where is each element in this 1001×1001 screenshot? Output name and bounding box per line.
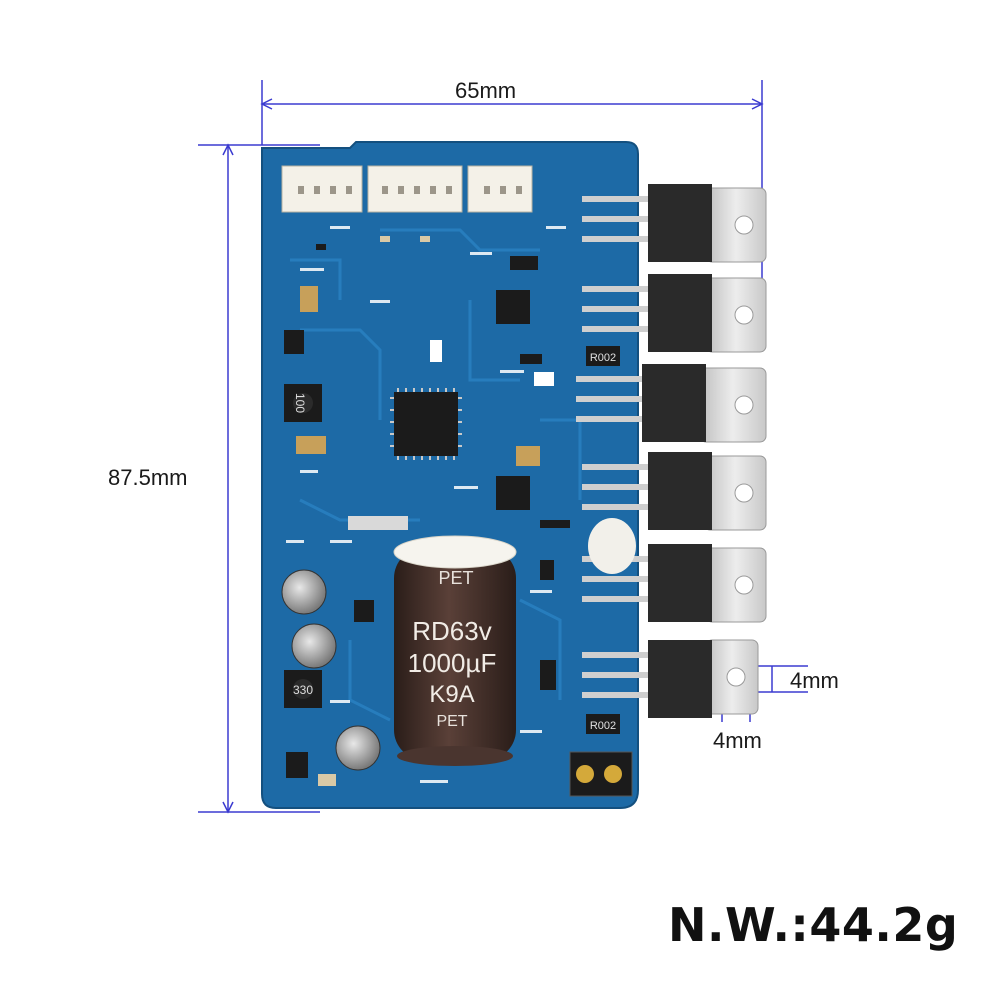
capacitor-brand: PET <box>438 568 473 588</box>
microcontroller-chip <box>390 388 462 460</box>
capacitor-voltage: RD63v <box>412 616 491 646</box>
mosfet <box>582 184 767 263</box>
small-ics <box>284 290 530 510</box>
pcb-board <box>261 141 639 809</box>
thermal-sensor <box>588 518 636 574</box>
capacitor-capacitance: 1000µF <box>408 648 497 678</box>
mosfet <box>582 544 767 623</box>
width-dimension-label: 65mm <box>455 78 517 103</box>
mosfet <box>576 364 767 443</box>
shunt-resistors: R002 R002 <box>586 346 620 734</box>
shunt-label: R002 <box>590 352 616 364</box>
tab-offset-label: 4mm <box>713 728 762 753</box>
inductor-label: 330 <box>293 683 313 697</box>
tab-spacing-label: 4mm <box>790 668 839 693</box>
capacitor-code: K9A <box>429 681 474 708</box>
smd-components <box>286 236 570 786</box>
mosfet-row <box>576 184 767 718</box>
power-connector <box>569 751 633 797</box>
inductors: 100 330 <box>284 384 322 708</box>
capacitor-brand-bottom: PET <box>436 713 467 730</box>
mosfet <box>582 639 759 718</box>
mosfet <box>582 274 767 353</box>
small-capacitors <box>281 569 381 771</box>
connector-headers <box>281 165 533 213</box>
inductor-label: 100 <box>293 393 307 413</box>
silkscreen-marks <box>286 226 566 783</box>
bulk-capacitor: PET RD63v 1000µF K9A PET <box>393 535 517 766</box>
net-weight-label: N.W.:44.2g <box>668 898 959 952</box>
shunt-label: R002 <box>590 720 616 732</box>
height-dimension-label: 87.5mm <box>108 465 188 490</box>
mosfet <box>582 452 767 531</box>
